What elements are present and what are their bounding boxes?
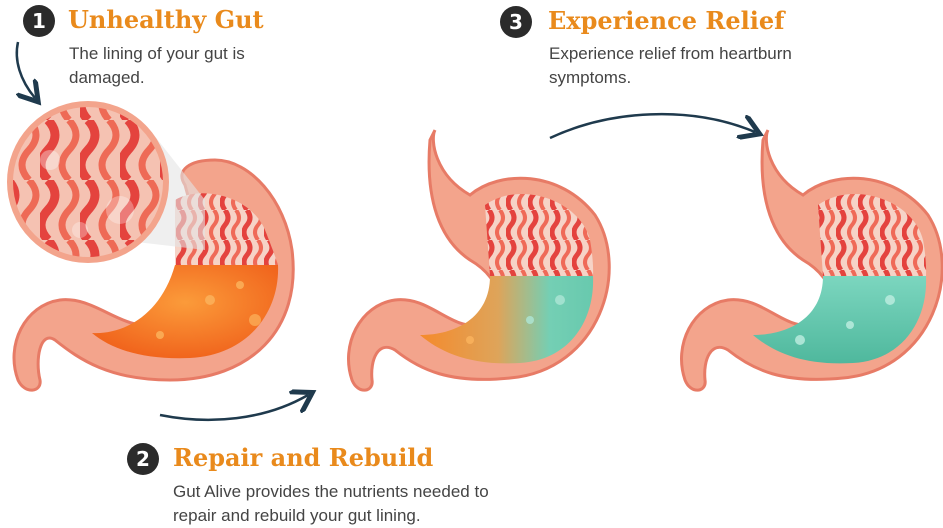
step-2-title: Repair and Rebuild: [173, 443, 434, 472]
step-3-title: Experience Relief: [548, 6, 785, 35]
arrow-to-stomach-1: [15, 41, 35, 98]
step-3-badge: 3: [500, 6, 532, 38]
step-2-badge: 2: [127, 443, 159, 475]
stomach-repairing: [347, 129, 611, 392]
step-3-description: Experience relief from heartburn symptom…: [549, 44, 792, 87]
step-2-description: Gut Alive provides the nutrients needed …: [173, 482, 489, 525]
step-1-badge: 1: [23, 5, 55, 37]
step-1-description: The lining of your gut is damaged.: [69, 44, 245, 87]
arrow-to-stomach-2: [159, 395, 308, 422]
stomach-relief: [680, 129, 943, 392]
arrow-to-stomach-3: [549, 112, 755, 138]
step-1-title: Unhealthy Gut: [68, 5, 264, 34]
lining-zoom-callout: [7, 101, 205, 263]
